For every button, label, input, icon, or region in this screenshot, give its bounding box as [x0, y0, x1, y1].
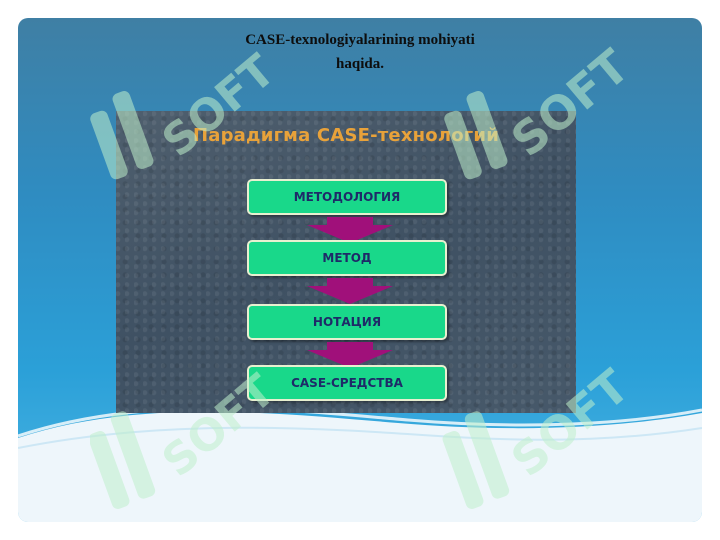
slide-title-line-1: CASE-texnologiyalarining mohiyati: [245, 32, 475, 48]
down-arrow-icon: [307, 217, 393, 243]
step-box-method: МЕТОД: [247, 240, 447, 276]
step-box-case-tools: CASE-СРЕДСТВА: [247, 365, 447, 401]
diagram-title: Парадигма CASE-технологий: [192, 125, 500, 146]
slide: CASE-texnologiyalarining mohiyati haqida…: [18, 18, 702, 522]
step-box-methodology: МЕТОДОЛОГИЯ: [247, 179, 447, 215]
down-arrow-icon: [307, 342, 393, 368]
watermark-text: SOFT: [501, 359, 640, 488]
down-arrow-icon: [307, 278, 393, 304]
soft-logo-icon: SOFT: [90, 365, 270, 509]
soft-logo-icon: SOFT: [442, 359, 640, 509]
soft-logo-icon: SOFT: [90, 45, 270, 180]
watermark-text: SOFT: [501, 39, 640, 168]
watermark-text: SOFT: [153, 365, 270, 487]
wave-decoration: [18, 406, 702, 522]
soft-logo-icon: SOFT: [444, 39, 640, 180]
watermark-text: SOFT: [153, 45, 270, 167]
slide-title-line-2: haqida.: [336, 56, 384, 72]
diagram-picture: Парадигма CASE-технологий МЕТОДОЛОГИЯ МЕ…: [116, 111, 576, 413]
step-box-notation: НОТАЦИЯ: [247, 304, 447, 340]
